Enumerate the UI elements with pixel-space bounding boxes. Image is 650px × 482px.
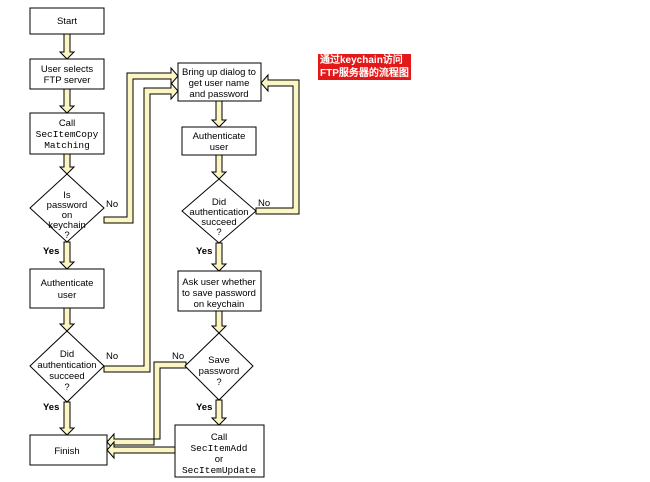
is-password-label-3: on	[62, 210, 73, 221]
connectors	[58, 33, 300, 460]
authenticate-right-label-2: user	[210, 142, 228, 153]
edge-no-save: No	[172, 351, 184, 362]
bring-up-box	[177, 62, 262, 102]
edge-yes-auth-right: Yes	[196, 246, 212, 257]
user-selects-label-2: FTP server	[44, 75, 91, 86]
is-password-label-2: password	[47, 200, 88, 211]
start-box	[29, 7, 105, 35]
arrow-no-auth-r-loop	[255, 73, 300, 215]
is-password-label-5: ?	[64, 230, 69, 241]
arrow-auth-to-decision	[58, 307, 76, 332]
call-add-label-2: SecItemAdd	[190, 443, 247, 454]
did-auth-left-label-1: Did	[60, 349, 74, 360]
edge-yes-save: Yes	[196, 402, 212, 413]
is-password-label-1: Is	[63, 190, 71, 201]
arrow-no-keychain-to-dialog	[103, 66, 179, 224]
bring-up-label-1: Bring up dialog to	[182, 67, 256, 78]
arrow-decision-r-to-ask	[210, 242, 228, 272]
did-auth-left-label-2: authentication	[37, 360, 96, 371]
edge-yes-keychain: Yes	[43, 246, 59, 257]
arrow-save-to-calladd	[210, 399, 228, 426]
finish-label: Finish	[54, 446, 79, 457]
ask-user-box	[177, 270, 262, 312]
arrow-no-save-to-finish	[106, 361, 187, 452]
call-add-box	[174, 424, 265, 478]
call-copy-label-3: Matching	[44, 140, 90, 151]
did-auth-left-label-4: ?	[64, 382, 69, 393]
authenticate-right-box	[181, 126, 257, 156]
did-auth-right-label-3: succeed	[201, 217, 236, 228]
did-auth-right-label-2: authentication	[189, 207, 248, 218]
ask-user-label-1: Ask user whether	[182, 277, 255, 288]
call-copy-label-2: SecItemCopy	[36, 129, 99, 140]
authenticate-right-label-1: Authenticate	[193, 131, 246, 142]
save-password-label-3: ?	[216, 377, 221, 388]
user-selects-label-1: User selects	[41, 64, 94, 75]
did-auth-right-decision	[181, 178, 257, 244]
arrow-no-auth-to-dialog	[103, 81, 179, 373]
is-password-label-4: keychain	[48, 220, 86, 231]
edge-no-auth-right: No	[258, 198, 270, 209]
arrow-decision-to-auth	[58, 241, 76, 270]
save-password-label-1: Save	[208, 355, 230, 366]
is-password-decision	[29, 173, 105, 243]
authenticate-left-label-2: user	[58, 290, 76, 301]
did-auth-right-label-4: ?	[216, 227, 221, 238]
chinese-annotation: 通过keychain访问 FTP服务器的流程图	[318, 54, 411, 80]
call-copy-label-1: Call	[59, 118, 75, 129]
edge-yes-auth-left: Yes	[43, 402, 59, 413]
authenticate-left-label-1: Authenticate	[41, 278, 94, 289]
authenticate-left-box	[29, 268, 105, 309]
did-auth-left-decision	[29, 330, 105, 403]
arrow-call-to-decision	[58, 153, 76, 175]
call-copy-box	[29, 112, 105, 155]
annotation-line-1: 通过keychain访问	[320, 55, 403, 66]
arrow-decision-to-finish	[58, 401, 76, 436]
did-auth-right-label-1: Did	[212, 197, 226, 208]
save-password-decision	[184, 332, 254, 401]
arrow-select-to-call	[58, 88, 76, 114]
call-add-label-1: Call	[211, 432, 227, 443]
did-auth-left-label-3: succeed	[49, 371, 84, 382]
finish-box	[29, 434, 108, 466]
arrow-calladd-to-finish	[106, 440, 176, 460]
arrow-start-to-select	[58, 33, 76, 60]
call-add-label-3: or	[215, 454, 223, 465]
bring-up-label-3: and password	[189, 89, 248, 100]
bring-up-label-2: get user name	[189, 78, 250, 89]
edge-no-keychain: No	[106, 199, 118, 210]
annotation-line-2: FTP服务器的流程图	[320, 68, 409, 79]
arrow-auth-to-decision-r	[210, 154, 228, 180]
start-label: Start	[57, 16, 77, 27]
arrow-dialog-to-auth	[210, 100, 228, 128]
user-selects-box	[29, 58, 105, 90]
arrow-ask-to-save	[210, 310, 228, 334]
ask-user-label-2: to save password	[182, 288, 256, 299]
ask-user-label-3: on keychain	[194, 299, 245, 310]
edge-no-auth-left: No	[106, 351, 118, 362]
call-add-label-4: SecItemUpdate	[182, 465, 256, 476]
save-password-label-2: password	[199, 366, 240, 377]
